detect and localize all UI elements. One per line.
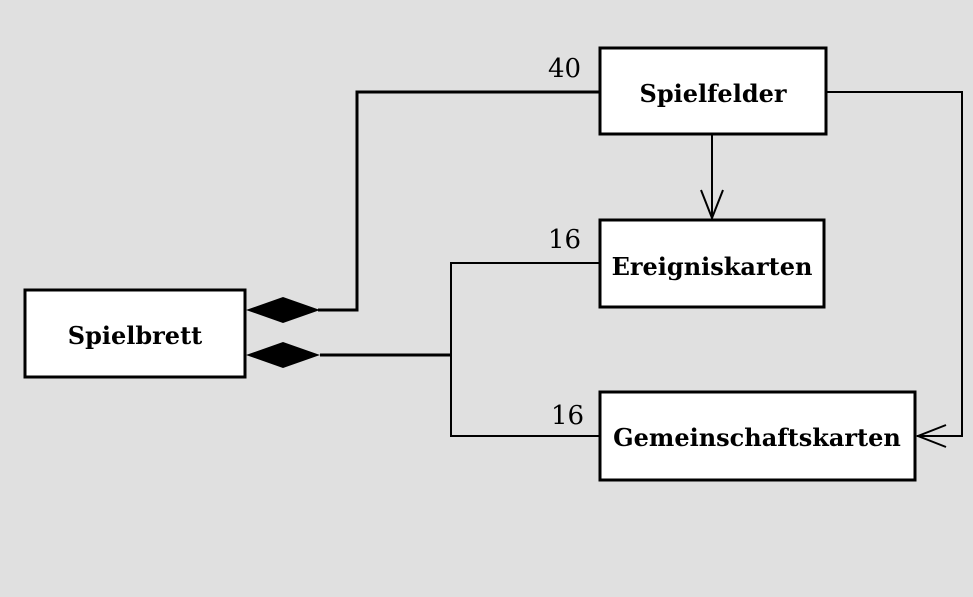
class-name-spielbrett: Spielbrett [68, 321, 202, 350]
class-box-ereigniskarten: Ereigniskarten [598, 218, 826, 309]
class-name-ereigniskarten: Ereigniskarten [612, 252, 813, 281]
multiplicity-label-gemeinschaftskarten: 16 [551, 401, 584, 431]
association-spielfelder-gemeinschaftskarten [827, 91, 963, 448]
association-line [827, 91, 963, 437]
class-name-gemeinschaftskarten: Gemeinschaftskarten [613, 423, 901, 452]
composition-spielbrett-karten [246, 262, 600, 437]
class-box-spielfelder: Spielfelder [598, 46, 828, 136]
open-arrowhead-icon [700, 189, 724, 221]
composition-diamond [246, 297, 320, 323]
multiplicity-label-ereigniskarten: 16 [548, 225, 581, 255]
composition-diamond [246, 342, 320, 368]
connector-line-ereigniskarten [450, 262, 600, 355]
multiplicity-label-spielfelder: 40 [548, 54, 581, 84]
connector-line-gemeinschaftskarten [450, 355, 600, 437]
open-arrowhead-icon [915, 424, 947, 448]
class-box-spielbrett: Spielbrett [23, 288, 247, 379]
class-name-spielfelder: Spielfelder [639, 79, 786, 108]
class-box-gemeinschaftskarten: Gemeinschaftskarten [598, 390, 917, 482]
association-spielfelder-ereigniskarten [700, 135, 724, 221]
composition-spielbrett-spielfelder [246, 90, 600, 323]
connector-line-spielfelder [318, 90, 600, 312]
